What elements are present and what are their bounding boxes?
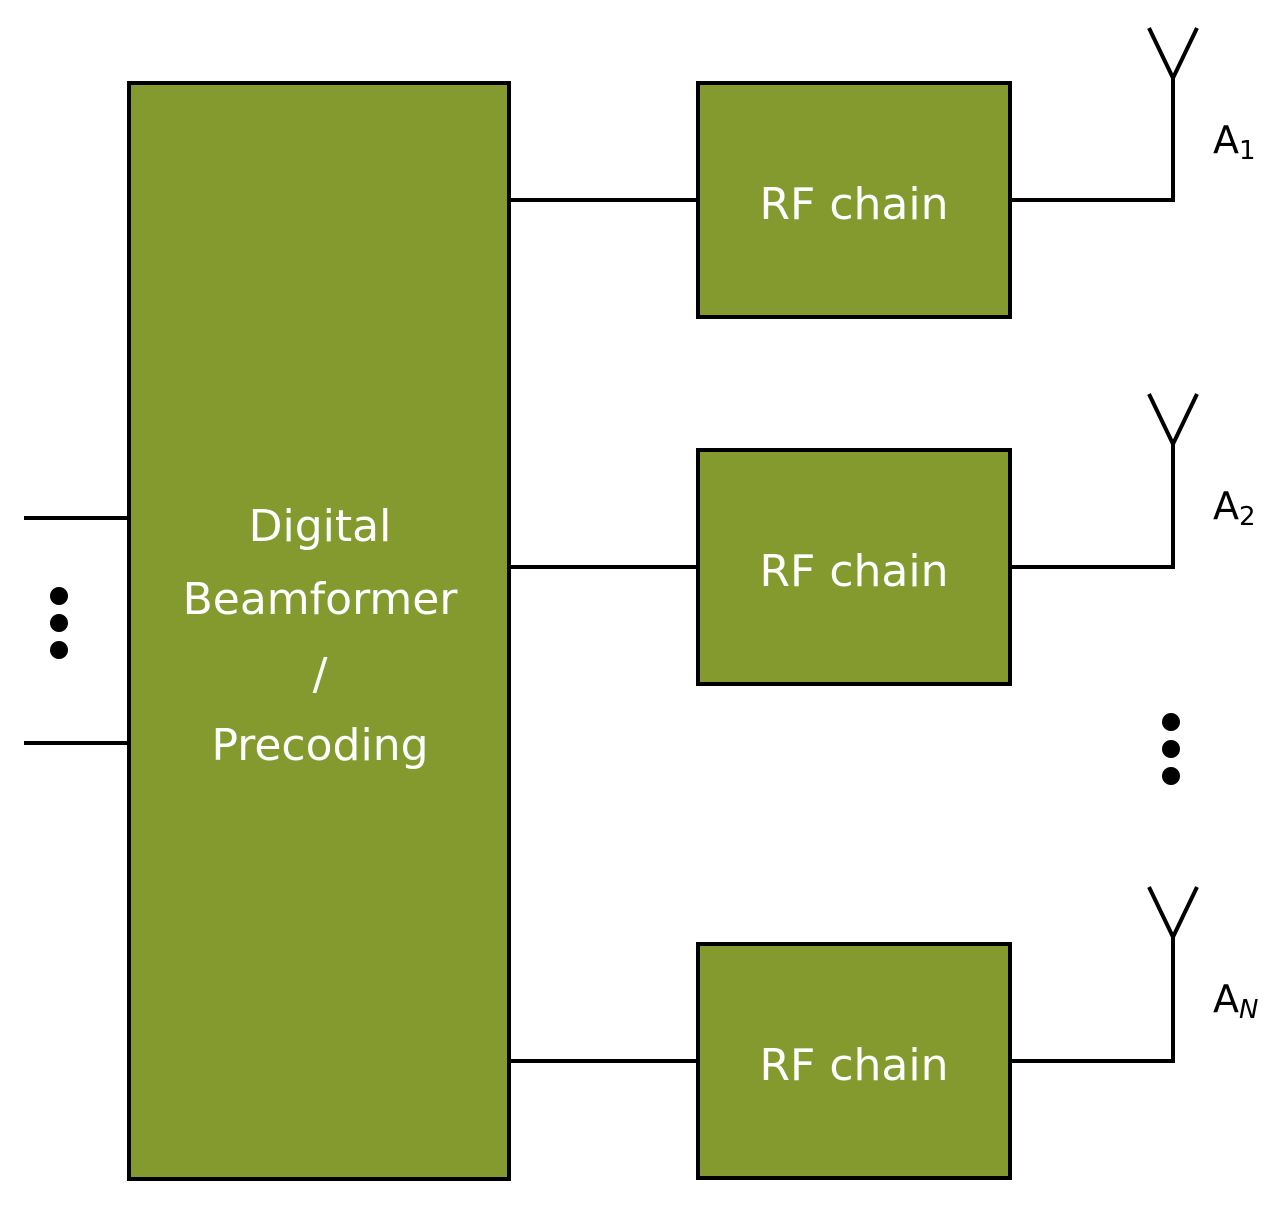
antenna-ellipsis-dots [1162,713,1180,785]
beamformer-label-line-3: / [313,649,328,700]
beamformer-label-line-1: Digital [249,501,392,552]
antenna-index-1: 1 [1239,136,1256,166]
antenna-index-n: N [1239,995,1258,1025]
connector-rf-1-to-antenna [1010,78,1175,202]
antenna-icon-n [1147,886,1199,942]
antenna-letter-n: A [1213,977,1239,1021]
antenna-icon-2 [1147,393,1199,449]
antenna-label-1: A1 [1213,118,1256,166]
connector-rf-n-to-antenna [1010,937,1175,1063]
antenna-letter-2: A [1213,484,1239,528]
antenna-letter-1: A [1213,118,1239,162]
rf-chain-block-n [696,942,1012,1180]
rf-chain-block-2 [696,448,1012,686]
antenna-index-2: 2 [1239,502,1256,532]
connector-rf-2-to-antenna [1010,444,1175,569]
input-ellipsis-dots [50,587,68,659]
rf-chain-label-2: RF chain [759,546,948,597]
rf-chain-block-1 [696,81,1012,319]
beamformer-label-line-4: Precoding [211,720,428,771]
beamformer-label-line-2: Beamformer [183,574,459,625]
antenna-icon-1 [1147,27,1199,83]
antenna-label-n: AN [1213,977,1258,1025]
digital-beamformer-block [127,81,511,1181]
rf-chain-label-1: RF chain [759,179,948,230]
antenna-label-2: A2 [1213,484,1256,532]
rf-chain-label-n: RF chain [759,1040,948,1091]
